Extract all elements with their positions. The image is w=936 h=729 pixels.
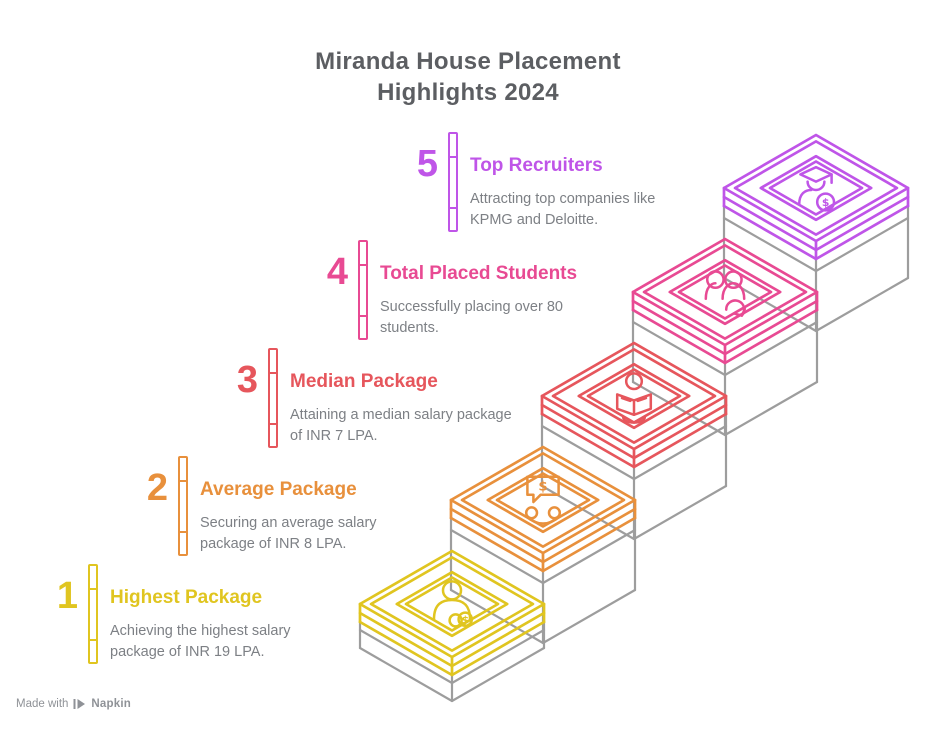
step-number: 5: [416, 143, 438, 185]
napkin-logo-icon: [73, 699, 86, 709]
step-description: Successfully placing over 80 students.: [380, 299, 563, 336]
step-progress-bar: [358, 240, 368, 340]
step-number: 2: [146, 467, 168, 509]
step-progress-bar: [448, 132, 458, 232]
step-5-platform: [722, 133, 910, 261]
step-title: Top Recruiters: [470, 155, 603, 176]
page-title: Miranda House Placement Highlights 2024: [315, 48, 621, 106]
svg-text:$: $: [538, 480, 547, 495]
step-description: Attaining a median salary package of INR…: [290, 407, 512, 444]
people-sync-icon: [704, 270, 747, 317]
watermark-prefix: Made with: [16, 698, 69, 710]
step-description: Securing an average salary package of IN…: [200, 515, 377, 552]
step-number: 4: [326, 251, 348, 293]
step-number: 1: [56, 575, 78, 617]
person-money-icon: $: [432, 580, 474, 628]
step-title: Total Placed Students: [380, 263, 578, 284]
step-title: Median Package: [290, 371, 438, 392]
step-1-base-skeleton: [358, 620, 546, 703]
step-number: 3: [236, 359, 258, 401]
step-description: Achieving the highest salary package of …: [110, 623, 291, 660]
step-2-platform: [449, 445, 637, 573]
salary-offer-icon: $: [524, 475, 562, 525]
svg-text:$: $: [822, 196, 830, 209]
step-1-platform: [358, 549, 546, 677]
napkin-watermark-link[interactable]: Made with Napkin: [16, 698, 131, 710]
step-4-platform: [631, 237, 819, 365]
step-title: Highest Package: [110, 587, 263, 608]
graduate-coin-icon: $: [797, 165, 836, 212]
step-progress-bar: [268, 348, 278, 448]
step-progress-bar: [88, 564, 98, 664]
reading-person-icon: [615, 372, 653, 424]
step-description: Attracting top companies like KPMG and D…: [470, 191, 656, 228]
step-progress-bar: [178, 456, 188, 556]
svg-text:$: $: [461, 613, 469, 626]
watermark-brand: Napkin: [91, 698, 131, 710]
step-title: Average Package: [200, 479, 357, 500]
